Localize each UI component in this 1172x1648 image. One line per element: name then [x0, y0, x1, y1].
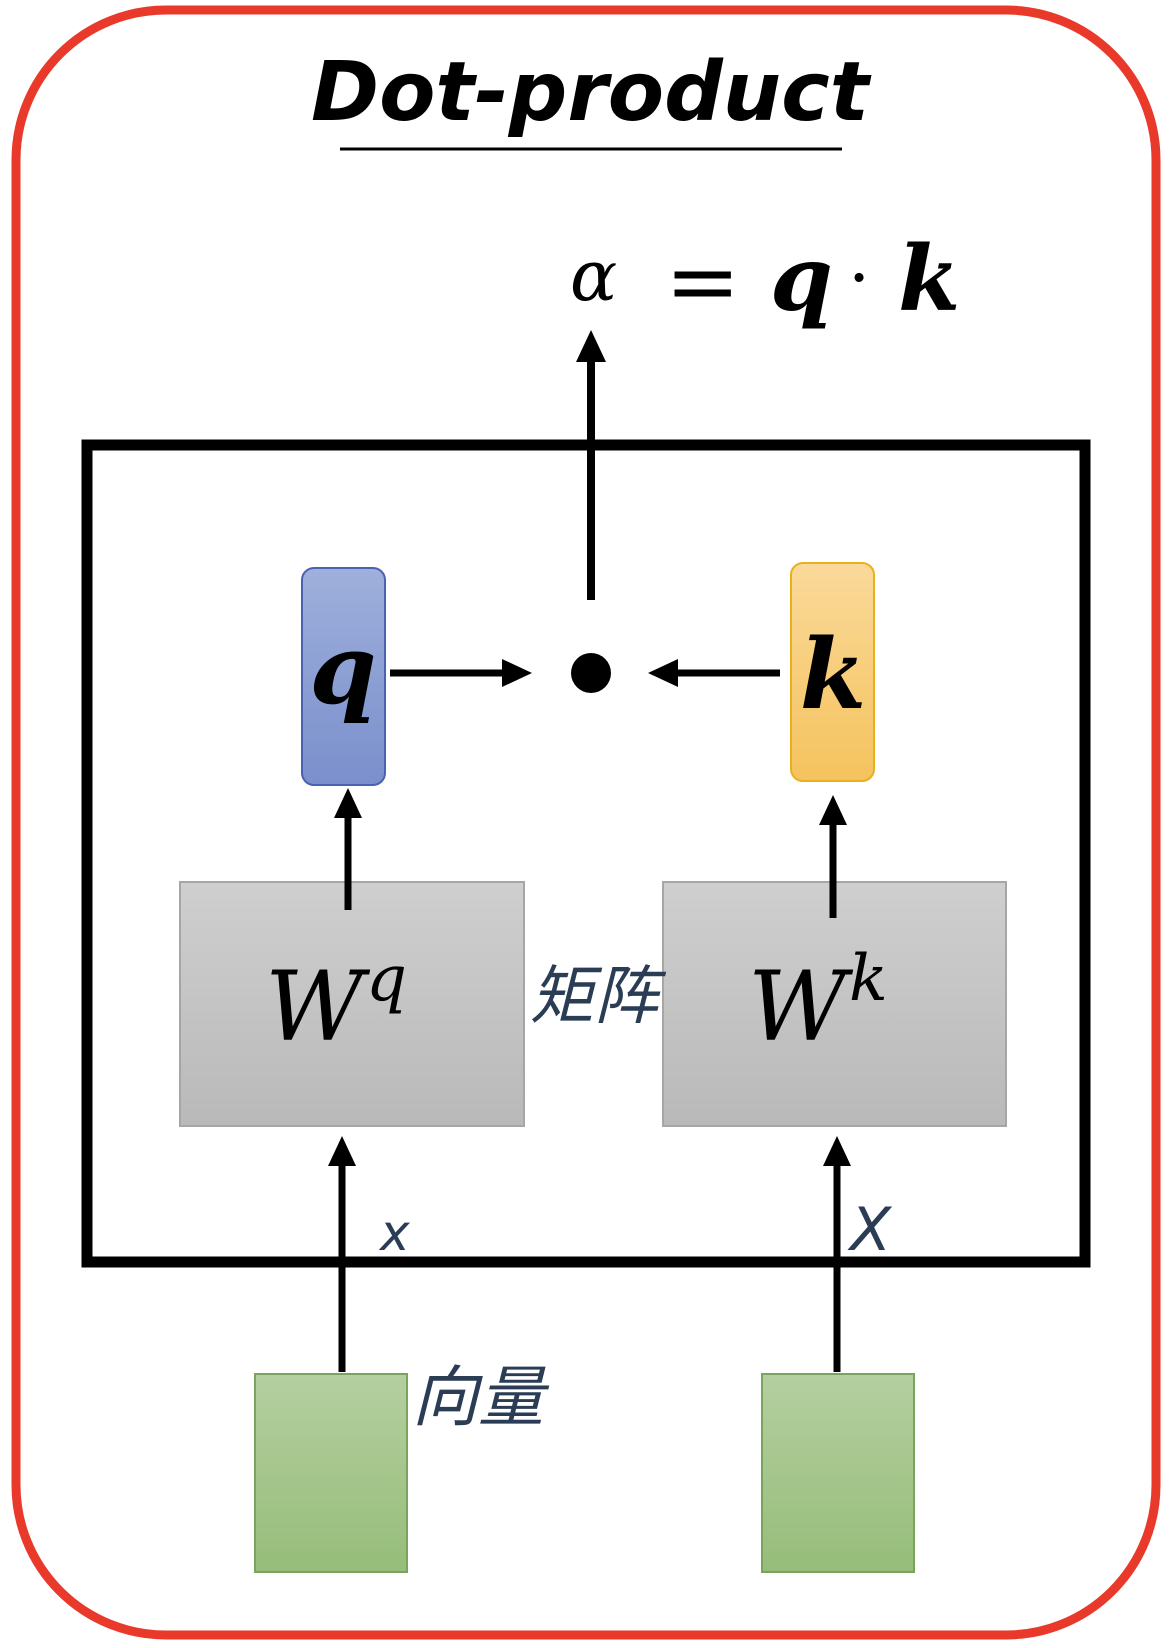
input-vector-left-box — [254, 1373, 408, 1573]
vector-handwritten-note: 向量 — [412, 1359, 550, 1436]
matrix-wq-sup: q — [366, 942, 407, 1016]
key-vector-label: k — [800, 618, 867, 731]
wq-to-q-arrow-head — [334, 788, 362, 818]
module-box — [81, 439, 1091, 1268]
query-vector-label: q — [309, 613, 376, 726]
input-vector-right-box — [761, 1373, 915, 1573]
matrix-wk-box — [662, 881, 1007, 1127]
formula-k: k — [898, 226, 960, 332]
x-to-wk-arrow-head — [823, 1136, 851, 1166]
formula-dot: · — [848, 237, 870, 319]
wk-to-k-arrow-head — [819, 795, 847, 825]
output-arrow-head — [576, 330, 606, 362]
formula-alpha: α — [570, 235, 617, 317]
query-vector-box — [301, 567, 386, 786]
outer-frame — [11, 5, 1161, 1640]
key-vector-box — [790, 562, 875, 782]
formula-q: q — [770, 226, 833, 332]
input-left-handwritten-x: x — [378, 1204, 410, 1262]
q-to-dot-arrow-head — [502, 659, 532, 687]
matrix-wk-sup: k — [849, 942, 888, 1016]
k-to-dot-arrow-head — [648, 659, 678, 687]
diagram-title: Dot-product — [311, 45, 872, 140]
input-right-handwritten-x: X — [847, 1195, 893, 1265]
formula-equals: = — [665, 229, 740, 334]
matrix-handwritten-note: 矩阵 — [530, 960, 667, 1034]
matrix-wk-base: W — [748, 951, 854, 1063]
x-to-wq-arrow-head — [328, 1136, 356, 1166]
matrix-wq-box — [179, 881, 525, 1127]
matrix-wq-base: W — [265, 951, 371, 1063]
dot-product-node — [571, 653, 611, 693]
